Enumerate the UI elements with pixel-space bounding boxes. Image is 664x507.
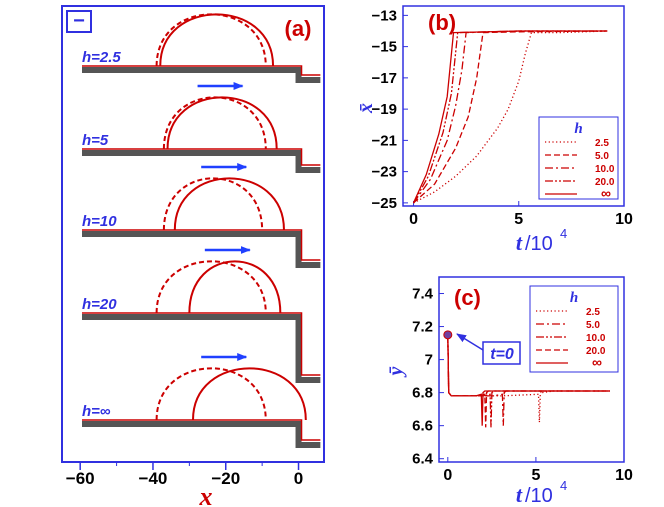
panel-c-annotation-box [482, 341, 521, 365]
panel-a-droplet-solid [166, 96, 278, 150]
panel-a-droplet-dashed [162, 177, 264, 231]
panel-b-ytick-label: −17 [372, 70, 397, 87]
panel-a-frame [61, 5, 325, 463]
panel-c-label: (c) [454, 285, 481, 310]
panel-a-substrate [82, 314, 321, 383]
panel-c-ytick-label: 7 [425, 352, 433, 369]
panel-c-ytick-label: 6.8 [412, 385, 433, 402]
panel-c-legend-title: h [570, 290, 578, 306]
panel-a-row: h=5 [82, 82, 321, 173]
panel-b-legend-label: 10.0 [595, 164, 615, 175]
panel-c: (c) 0 5 10 6.4 6.6 6.8 7 7.2 7.4 h 2.5 5.0 10.0 20.0… [385, 276, 633, 507]
panel-c-ytick-label: 6.6 [412, 418, 433, 435]
panel-a-substrate [82, 421, 321, 448]
panel-a-substrate [82, 150, 321, 173]
panel-a-droplet-solid [159, 13, 275, 67]
panel-b-legend-box [538, 116, 619, 200]
panel-a-film-line [82, 229, 321, 261]
panel-b-series-line [413, 30, 608, 204]
panel-c-legend-label: 5.0 [586, 320, 600, 331]
panel-a-tick-label: −20 [211, 469, 240, 488]
panel-c-annotation-arrow [456, 333, 484, 351]
panel-a-substrate [82, 231, 321, 268]
panel-c-legend-label: 20.0 [586, 346, 606, 357]
panel-a-row: h=20 [82, 246, 321, 383]
panel-a-label: (a) [285, 16, 312, 41]
panel-a-droplet-solid [173, 177, 285, 231]
panel-b-ytick-label: −19 [372, 101, 397, 118]
panel-a-tick-label: −40 [139, 469, 168, 488]
panel-b-ytick-label: −25 [372, 195, 397, 212]
panel-c-series-line [447, 334, 610, 426]
panel-b-legend-label: 20.0 [595, 177, 615, 188]
panel-c-annotation: t=0 [490, 346, 514, 363]
panel-b-xtick-label: 0 [409, 211, 418, 228]
panel-c-frame [438, 276, 625, 463]
panel-c-ylabel: ȳ [385, 366, 407, 377]
panel-b-frame [402, 5, 625, 207]
panel-a-row: h=10 [82, 163, 321, 268]
panel-a-substrate [82, 67, 321, 83]
panel-c-ytick-label: 7.4 [412, 286, 434, 303]
panel-a-h-label: h=∞ [82, 403, 111, 420]
panel-b-ytick-label: −13 [372, 7, 397, 24]
panel-b-legend-label: 5.0 [595, 151, 609, 162]
panel-a-droplet-solid [188, 260, 282, 314]
panel-b-series-line [413, 30, 608, 204]
panel-c-legend-label: 10.0 [586, 333, 606, 344]
panel-a-row: h=2.5 [82, 13, 321, 83]
panel-b-ytick-label: −15 [372, 39, 397, 56]
panel-a-tick-label: 0 [294, 469, 303, 488]
panel-a-h-label: h=2.5 [82, 49, 121, 66]
panel-a-tick-label: −60 [66, 469, 95, 488]
panel-b-xlabel-exp: 4 [560, 226, 567, 241]
panel-b-ytick-label: −21 [372, 132, 397, 149]
panel-b-series-line [412, 30, 608, 204]
panel-a-film-line [82, 65, 321, 76]
panel-b-xlabel-unit: /10 [525, 233, 553, 255]
panel-a-legend-symbol: − [73, 10, 85, 32]
panel-b-xtick-label: 10 [615, 211, 633, 228]
panel-c-legend-box [529, 285, 619, 373]
panel-a-row: h=∞ [82, 353, 321, 448]
panel-c-ytick-label: 7.2 [412, 319, 433, 336]
panel-b-ylabel: x̄ [355, 103, 377, 114]
panel-c-xlabel-exp: 4 [560, 478, 567, 493]
panel-c-ytick-label: 6.4 [412, 451, 434, 468]
panel-b-xlabel-t: t [516, 230, 523, 255]
panel-a-h-label: h=20 [82, 296, 117, 313]
panel-a-x-axis: −60 −40 −20 0 [66, 462, 303, 488]
panel-b-legend-title: h [574, 121, 582, 137]
panel-a-film-line [82, 148, 321, 166]
panel-b-xtick-label: 5 [514, 211, 523, 228]
panel-b: (b) 0 5 10 −25 −23 −21 −19 −17 −15 −13 h 2.5 5.0 10.… [355, 5, 633, 255]
panel-b-legend-label: ∞ [601, 185, 611, 201]
panel-a: − (a) h=2.5 h=5 h=10 h=20 h=∞ −60 −40 −20 0 x [61, 5, 325, 507]
panel-a-h-label: h=5 [82, 132, 109, 149]
panel-c-xlabel-t: t [516, 482, 523, 507]
panel-a-legend-box [66, 10, 92, 33]
panel-b-label: (b) [428, 10, 456, 35]
panel-c-xtick-label: 5 [531, 467, 540, 484]
panel-c-xtick-label: 0 [443, 467, 452, 484]
panel-c-start-point [443, 330, 453, 340]
panel-a-film-line [82, 419, 321, 441]
panel-b-legend-label: 2.5 [595, 138, 609, 149]
panel-a-droplet-dashed [155, 260, 267, 314]
panel-c-legend-label: 2.5 [586, 307, 600, 318]
panel-a-droplet-dashed [155, 367, 267, 421]
panel-c-xtick-label: 10 [615, 467, 633, 484]
panel-a-xlabel: x [199, 482, 213, 507]
panel-a-h-label: h=10 [82, 213, 117, 230]
panel-a-droplet-solid [192, 367, 307, 421]
panel-a-film-line [82, 312, 321, 376]
panel-c-xlabel-unit: /10 [525, 485, 553, 507]
panel-b-ytick-label: −23 [372, 164, 397, 181]
panel-c-legend-label: ∞ [592, 354, 602, 370]
